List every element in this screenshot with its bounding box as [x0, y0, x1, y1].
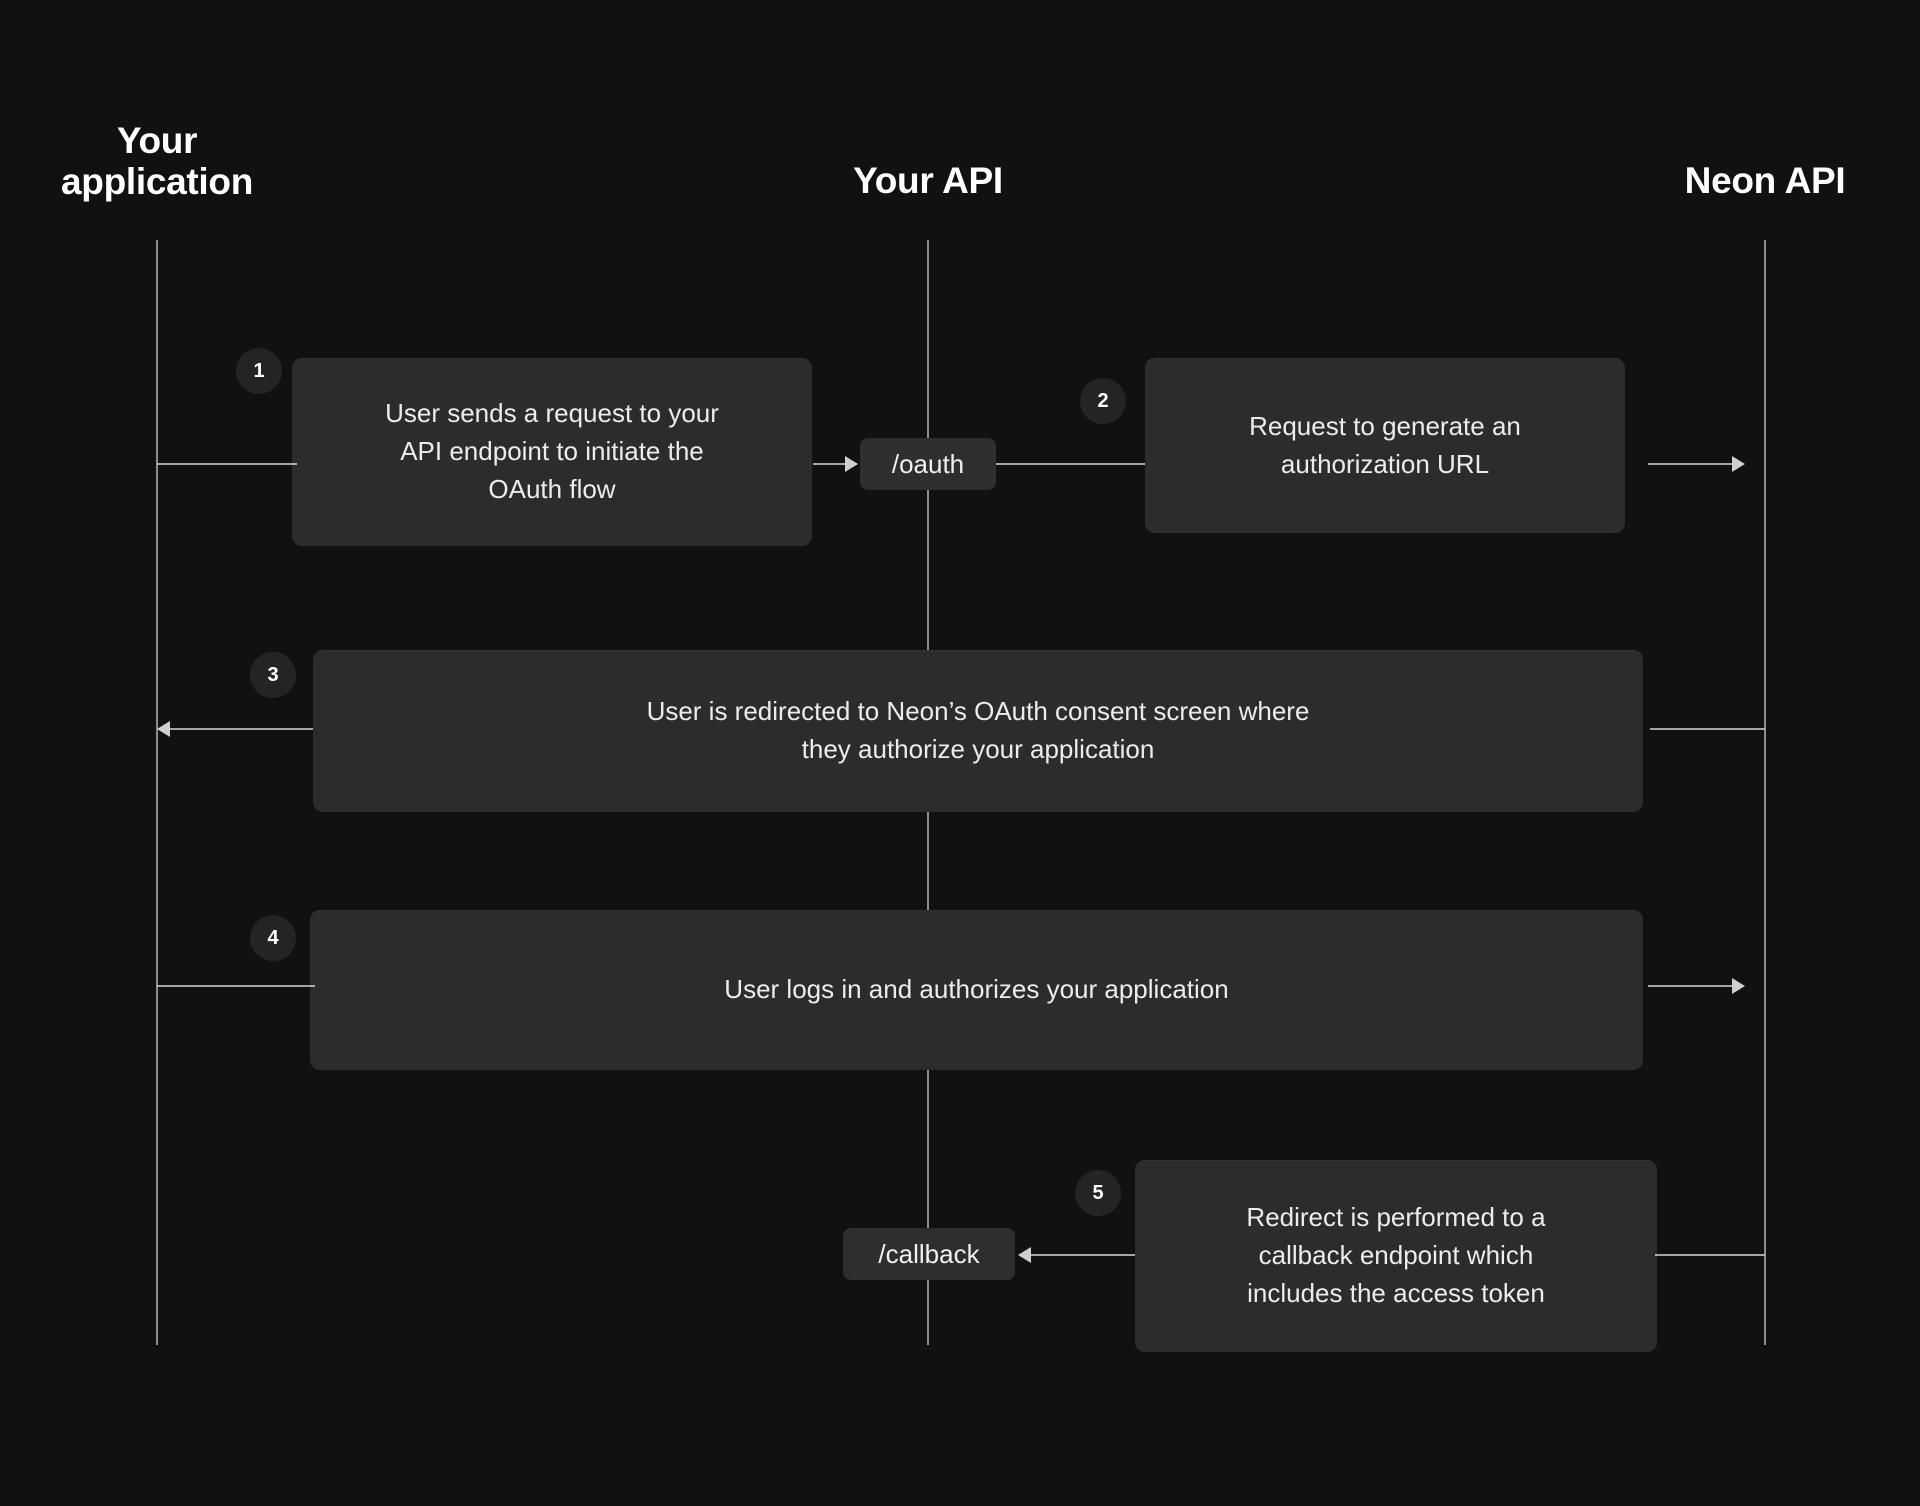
connector-step4-app-to-box — [157, 985, 315, 987]
actor-header-your-api: Your API — [853, 160, 1003, 201]
endpoint-pill-callback[interactable]: /callback — [843, 1228, 1015, 1280]
step-badge-5: 5 — [1075, 1170, 1121, 1216]
arrowhead-step2-right — [1732, 456, 1745, 472]
step-badge-2: 2 — [1080, 378, 1126, 424]
arrowhead-step1-right — [845, 456, 858, 472]
actor-header-your-application: Your application — [61, 120, 253, 203]
step-message-text-5: Redirect is performed to a callback endp… — [1246, 1202, 1546, 1308]
step-message-box-3: User is redirected to Neon’s OAuth conse… — [313, 650, 1643, 812]
step-badge-1: 1 — [236, 348, 282, 394]
connector-step2-oauth-to-box — [996, 463, 1146, 465]
arrowhead-step3-left — [157, 721, 170, 737]
step-message-box-4: User logs in and authorizes your applica… — [310, 910, 1643, 1070]
connector-step2-box-to-neon — [1648, 463, 1733, 465]
arrowhead-step4-right — [1732, 978, 1745, 994]
actor-header-neon-api: Neon API — [1684, 160, 1846, 201]
connector-step4-box-to-neon — [1648, 985, 1733, 987]
step-message-text-1: User sends a request to your API endpoin… — [385, 398, 719, 504]
step-badge-4: 4 — [250, 915, 296, 961]
endpoint-pill-oauth[interactable]: /oauth — [860, 438, 996, 490]
step-badge-3: 3 — [250, 652, 296, 698]
step-message-text-2: Request to generate an authorization URL — [1249, 410, 1521, 479]
endpoint-pill-callback-label: /callback — [878, 1238, 980, 1269]
lifeline-your-application — [156, 240, 158, 1345]
step-message-text-4: User logs in and authorizes your applica… — [724, 974, 1229, 1005]
connector-step5-box-to-callback — [1030, 1254, 1135, 1256]
step-message-box-2: Request to generate an authorization URL — [1145, 358, 1625, 533]
connector-step5-neon-to-box — [1655, 1254, 1765, 1256]
lifeline-neon-api — [1764, 240, 1766, 1345]
connector-step3-neon-to-box — [1650, 728, 1765, 730]
arrowhead-step5-left — [1018, 1247, 1031, 1263]
step-message-box-5: Redirect is performed to a callback endp… — [1135, 1160, 1657, 1352]
connector-step3-box-to-app — [168, 728, 313, 730]
step-message-text-3: User is redirected to Neon’s OAuth conse… — [646, 696, 1310, 764]
connector-step1-box-to-oauth — [813, 463, 846, 465]
endpoint-pill-oauth-label: /oauth — [891, 448, 965, 479]
connector-step1-app-to-box — [157, 463, 297, 465]
step-message-box-1: User sends a request to your API endpoin… — [292, 358, 812, 546]
